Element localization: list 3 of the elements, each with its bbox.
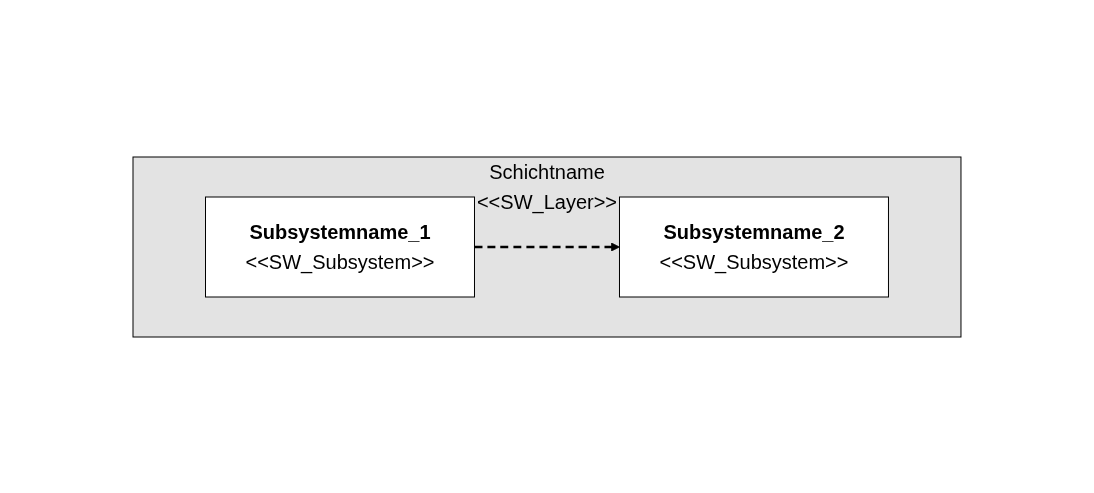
node-box: Subsystemname_1 <<SW_Subsystem>> [205, 196, 475, 297]
node-box: Subsystemname_2 <<SW_Subsystem>> [619, 196, 889, 297]
arrow [474, 242, 620, 251]
